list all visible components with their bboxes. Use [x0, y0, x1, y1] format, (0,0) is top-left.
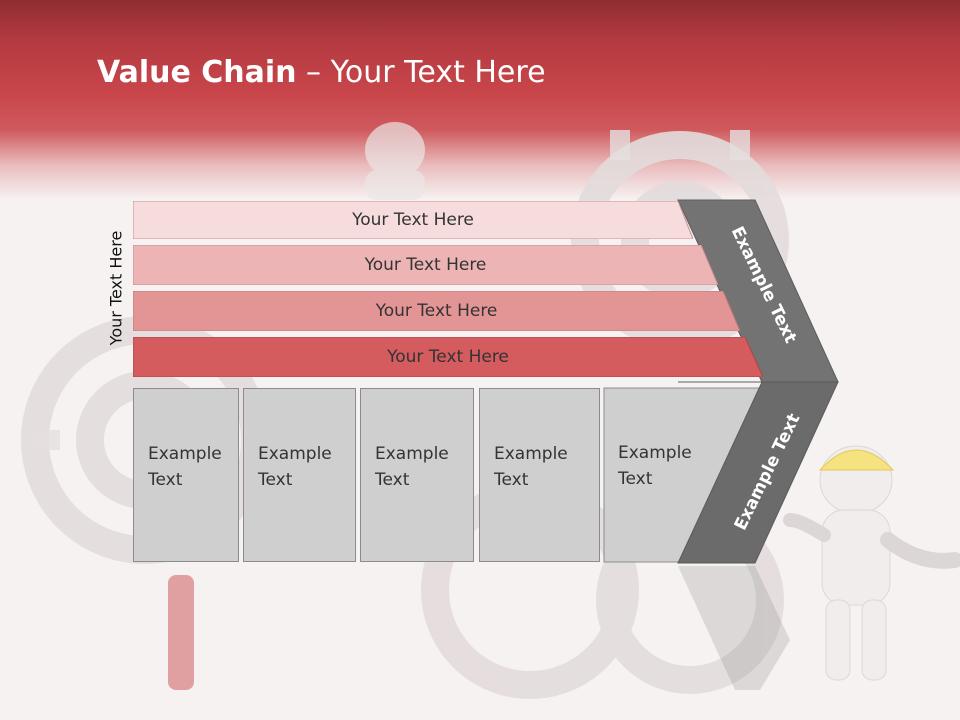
band-4-label: Your Text Here: [387, 347, 509, 367]
box-3-line1: Example: [375, 444, 449, 464]
box-4: Example Text: [479, 388, 600, 562]
box-3: Example Text: [360, 388, 474, 562]
box-5-line1: Example: [618, 443, 692, 463]
page-title: Value Chain – Your Text Here: [97, 55, 546, 90]
band-2-shape: [133, 245, 718, 285]
box-5-line2: Text: [618, 469, 653, 489]
box-5: Example Text: [604, 388, 714, 562]
band-3-shape: [133, 291, 740, 331]
band-3: Your Text Here: [133, 291, 740, 331]
box-4-line1: Example: [494, 444, 568, 464]
box-1-line2: Text: [148, 470, 183, 490]
box-2-line2: Text: [258, 470, 293, 490]
worker-figure: [783, 445, 960, 681]
title-bold: Value Chain: [97, 55, 297, 90]
box-2-line1: Example: [258, 444, 332, 464]
title-rest: – Your Text Here: [296, 55, 546, 90]
band-4: Your Text Here: [133, 337, 763, 377]
band-3-label: Your Text Here: [375, 301, 498, 321]
band-2-label: Your Text Here: [364, 255, 487, 275]
band-1-label: Your Text Here: [352, 210, 474, 230]
box-1-line1: Example: [148, 444, 222, 464]
box-2: Example Text: [243, 388, 356, 562]
box-3-line2: Text: [375, 470, 410, 490]
box-1: Example Text: [133, 388, 239, 562]
band-2: Your Text Here: [133, 245, 718, 285]
band-4-shape: [133, 337, 763, 377]
header-band: [0, 0, 960, 200]
box-4-line2: Text: [494, 470, 529, 490]
band-1: Your Text Here: [133, 201, 693, 239]
band-1-shape: [133, 201, 693, 239]
